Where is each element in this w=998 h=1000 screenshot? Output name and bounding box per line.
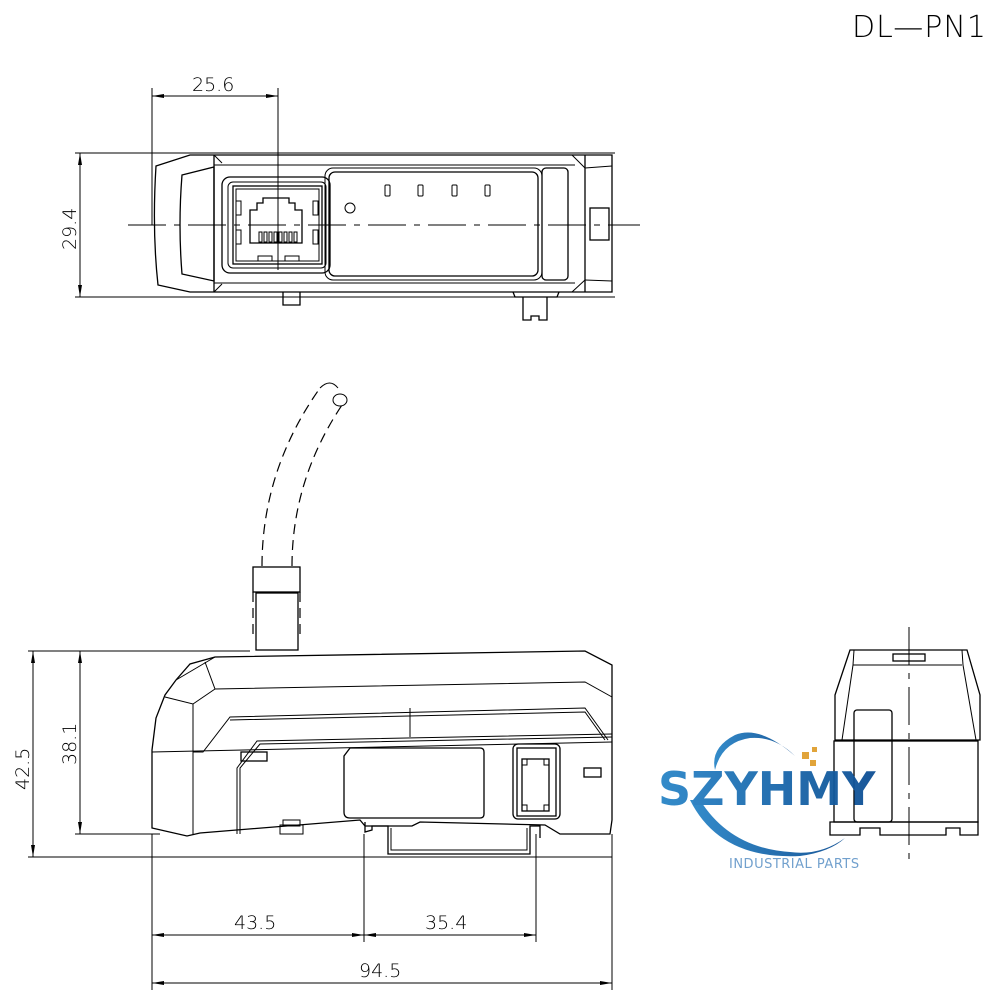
- dim-height-overall: 42.5: [12, 748, 34, 790]
- front-view: 42.5 38.1: [12, 382, 613, 990]
- top-view: 25.6 29.4: [59, 74, 640, 321]
- brand-tagline: INDUSTRIAL PARTS: [729, 857, 860, 872]
- model-title: DL—PN1: [852, 10, 987, 45]
- brand-watermark: SZYHMY INDUSTRIAL PARTS: [658, 732, 876, 872]
- dim-overall-width: 94.5: [359, 960, 401, 982]
- rj45-pins: [258, 231, 298, 243]
- dim-mid: 35.4: [425, 912, 467, 934]
- dim-height-body: 38.1: [59, 723, 81, 765]
- dim-width-top: 25.6: [192, 74, 234, 96]
- indicator-leds: [384, 184, 491, 197]
- side-view: [829, 627, 981, 862]
- brand-name: SZYHMY: [658, 762, 876, 816]
- dim-left: 43.5: [234, 912, 276, 934]
- dim-height-top: 29.4: [59, 208, 81, 250]
